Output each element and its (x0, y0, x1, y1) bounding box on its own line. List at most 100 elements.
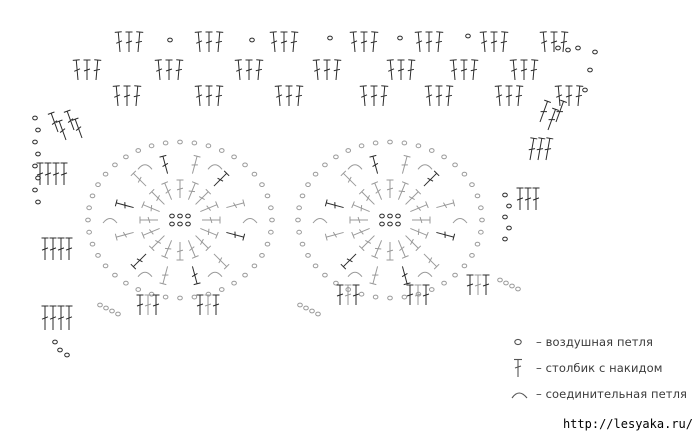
chain-stitch (231, 280, 237, 286)
double-crochet-stitch (285, 85, 293, 106)
double-crochet-stitch (340, 170, 357, 187)
chain-stitch (379, 221, 385, 227)
chain-stitch (333, 280, 339, 286)
double-crochet-stitch (161, 240, 173, 259)
double-crochet-stitch (466, 274, 474, 295)
double-crochet-stitch (205, 85, 213, 106)
slip-stitch (207, 164, 223, 170)
chain-stitch (428, 148, 435, 153)
double-crochet-stitch (536, 137, 546, 161)
chain-stitch (123, 154, 129, 160)
double-crochet-stitch (333, 59, 342, 81)
chain-stitch (191, 140, 198, 146)
legend-label-chain: – воздушная петля (536, 335, 654, 349)
legend-item-chain: – воздушная петля (510, 332, 695, 358)
double-crochet-stitch (422, 284, 430, 305)
slip-stitch (137, 164, 153, 170)
chain-stitch (269, 217, 275, 223)
double-crochet-stitch (360, 31, 368, 52)
chain-stitch (167, 37, 173, 43)
chain-stitch (109, 308, 115, 314)
double-crochet-stitch (148, 188, 165, 205)
chain-stitch (358, 143, 365, 149)
chain-stitch (35, 151, 41, 157)
chain-stitch (296, 229, 302, 235)
double-crochet-stitch (141, 227, 160, 239)
double-crochet-stitch (36, 162, 44, 185)
double-crochet-stitch (370, 85, 378, 106)
double-crochet-stitch (135, 31, 144, 53)
double-crochet-stitch (397, 59, 405, 80)
slip-stitch (452, 218, 468, 224)
double-crochet-stitch (55, 119, 67, 141)
chain-stitch (387, 213, 393, 219)
chain-stitch (95, 253, 101, 258)
double-crochet-stitch (359, 85, 368, 107)
double-crochet-stitch (148, 235, 165, 252)
double-crochet-stitch (130, 253, 147, 270)
double-crochet-stitch (539, 31, 548, 53)
chain-stitch (345, 148, 352, 153)
chain-stitch (296, 205, 302, 211)
chain-stitch (268, 229, 274, 235)
double-crochet-stitch (154, 59, 163, 81)
double-crochet-stitch (47, 111, 59, 133)
chain-stitch (315, 311, 321, 317)
chain-stitch (478, 205, 484, 211)
double-crochet-stitch (44, 162, 52, 185)
chain-stitch (322, 162, 328, 168)
double-crochet-stitch (194, 31, 203, 53)
chain-stitch (582, 87, 588, 93)
double-crochet-stitch (560, 31, 569, 53)
double-crochet-stitch (336, 284, 344, 305)
chain-stitch (95, 182, 101, 187)
slip-stitch (417, 164, 433, 170)
chain-stitch (502, 192, 508, 198)
double-crochet-stitch (144, 294, 152, 315)
double-crochet-stitch (358, 235, 375, 252)
chain-stitch (242, 272, 248, 278)
double-crochet-stitch (312, 59, 321, 81)
double-crochet-stitch (482, 274, 490, 295)
chain-stitch (177, 139, 183, 145)
double-crochet-stitch (405, 235, 422, 252)
chain-stitch (479, 217, 485, 223)
chain-stitch (148, 291, 155, 297)
double-crochet-stitch (196, 294, 204, 315)
double-crochet-stitch (370, 31, 379, 53)
double-crochet-stitch (397, 181, 409, 200)
double-crochet-stitch (176, 242, 184, 261)
chain-stitch (32, 115, 38, 121)
double-crochet-stitch (226, 199, 246, 209)
double-crochet-stitch (41, 305, 49, 330)
chain-stitch (185, 221, 191, 227)
chain-stitch (32, 139, 38, 145)
double-crochet-stitch (460, 59, 468, 80)
chain-stitch (474, 241, 481, 247)
chain-stitch (32, 163, 38, 169)
chain-stitch (387, 221, 393, 227)
chain-stitch (177, 221, 183, 227)
double-crochet-stitch (349, 216, 368, 224)
chain-stitch (441, 154, 447, 160)
double-crochet-stitch (474, 274, 482, 295)
double-crochet-stitch (280, 31, 288, 52)
chain-stitch (115, 311, 121, 317)
chain-stitch (123, 280, 129, 286)
double-crochet-stitch (524, 187, 532, 210)
double-crochet-stitch (532, 187, 540, 210)
chain-stitch (587, 67, 593, 73)
chain-stitch (322, 272, 328, 278)
double-crochet-stitch (555, 99, 567, 123)
double-crochet-stitch (274, 85, 283, 107)
double-crochet-stitch (449, 59, 458, 81)
slip-stitch-icon (511, 392, 528, 399)
double-crochet-stitch (114, 231, 134, 241)
double-crochet-stitch (369, 266, 379, 286)
double-crochet-stitch (49, 305, 57, 330)
double-crochet-stitch (530, 59, 539, 81)
double-crochet-stitch (500, 31, 509, 53)
double-crochet-stitch (176, 179, 184, 198)
chain-stitch (358, 291, 365, 297)
chain-stitch (259, 253, 265, 258)
